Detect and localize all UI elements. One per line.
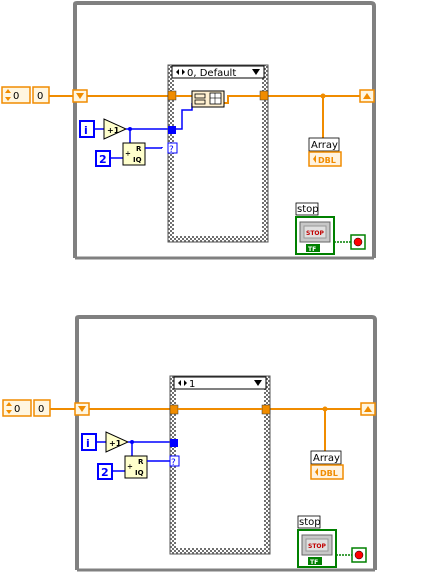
- svg-text:2: 2: [99, 153, 107, 166]
- loop-condition-terminal[interactable]: [350, 234, 366, 250]
- stop-button-terminal[interactable]: stop STOP TF: [297, 515, 337, 568]
- while-loop-frame[interactable]: [73, 0, 376, 258]
- svg-text:DBL: DBL: [320, 469, 338, 478]
- replace-array-subset-function[interactable]: [191, 90, 225, 108]
- shift-register-init-constant[interactable]: 0: [2, 399, 32, 417]
- svg-text:R: R: [136, 145, 142, 153]
- svg-text:0: 0: [37, 91, 43, 102]
- case-integer-tunnel[interactable]: [170, 439, 178, 447]
- array-indicator[interactable]: Array DBL: [310, 450, 344, 480]
- increment-function[interactable]: +1: [103, 118, 128, 140]
- svg-text:1: 1: [189, 379, 195, 390]
- svg-text:?: ?: [171, 458, 176, 468]
- left-shift-register[interactable]: [72, 89, 88, 103]
- indicator-constant[interactable]: 0: [33, 399, 51, 417]
- svg-text:IQ: IQ: [135, 469, 144, 477]
- svg-text:R: R: [138, 458, 144, 466]
- indicator-constant[interactable]: 0: [32, 86, 50, 104]
- case-selector-label[interactable]: 1: [173, 376, 267, 390]
- left-shift-register[interactable]: [74, 402, 90, 416]
- svg-text:i: i: [84, 124, 88, 137]
- case-structure[interactable]: 0, Default ?: [167, 64, 269, 243]
- while-loop-frame[interactable]: [75, 315, 377, 570]
- loop-condition-terminal[interactable]: [351, 547, 367, 563]
- svg-text:+1: +1: [109, 439, 122, 448]
- svg-text:DBL: DBL: [318, 156, 336, 165]
- right-shift-register[interactable]: [359, 89, 375, 103]
- svg-text:0, Default: 0, Default: [187, 68, 236, 79]
- svg-text:TF: TF: [308, 246, 316, 253]
- svg-text:stop: stop: [299, 517, 321, 528]
- divisor-constant[interactable]: 2: [97, 463, 113, 480]
- svg-text:÷: ÷: [125, 150, 131, 158]
- case-input-tunnel[interactable]: [167, 90, 177, 101]
- svg-text:0: 0: [14, 404, 20, 415]
- svg-text:0: 0: [13, 91, 19, 102]
- svg-text:STOP: STOP: [308, 543, 327, 550]
- case-selector-terminal[interactable]: ?: [169, 455, 180, 468]
- svg-text:0: 0: [38, 404, 44, 415]
- while-loop-diagram-2: 0 0 i +1 2: [2, 315, 377, 572]
- svg-text:÷: ÷: [127, 463, 133, 471]
- while-loop-diagram-1: 0 0 i +1: [1, 0, 376, 260]
- svg-text:+1: +1: [107, 126, 120, 135]
- case-integer-tunnel[interactable]: [168, 126, 176, 134]
- case-structure[interactable]: 1 ?: [169, 375, 271, 555]
- array-indicator[interactable]: Array DBL: [308, 137, 342, 167]
- svg-text:2: 2: [101, 466, 109, 479]
- case-output-tunnel[interactable]: [261, 404, 271, 415]
- svg-text:TF: TF: [310, 559, 318, 566]
- right-shift-register[interactable]: [360, 402, 376, 416]
- case-selector-terminal[interactable]: ?: [167, 142, 178, 155]
- case-selector-label[interactable]: 0, Default: [171, 65, 265, 79]
- svg-text:IQ: IQ: [133, 156, 142, 164]
- svg-text:i: i: [86, 437, 90, 450]
- iteration-terminal[interactable]: i: [79, 120, 95, 138]
- stop-button-terminal[interactable]: stop STOP TF: [295, 202, 335, 255]
- quotient-remainder-function[interactable]: R IQ ÷: [122, 142, 146, 166]
- svg-text:Array: Array: [311, 140, 338, 151]
- svg-text:stop: stop: [297, 204, 319, 215]
- shift-register-init-constant[interactable]: 0: [1, 86, 31, 104]
- divisor-constant[interactable]: 2: [95, 150, 111, 167]
- iteration-terminal[interactable]: i: [81, 433, 97, 451]
- case-input-tunnel[interactable]: [169, 404, 179, 415]
- case-output-tunnel[interactable]: [259, 90, 269, 101]
- svg-text:Array: Array: [313, 453, 340, 464]
- quotient-remainder-function[interactable]: R IQ ÷: [124, 455, 148, 479]
- increment-function[interactable]: +1: [105, 431, 130, 453]
- svg-text:STOP: STOP: [306, 230, 325, 237]
- svg-text:?: ?: [169, 145, 174, 155]
